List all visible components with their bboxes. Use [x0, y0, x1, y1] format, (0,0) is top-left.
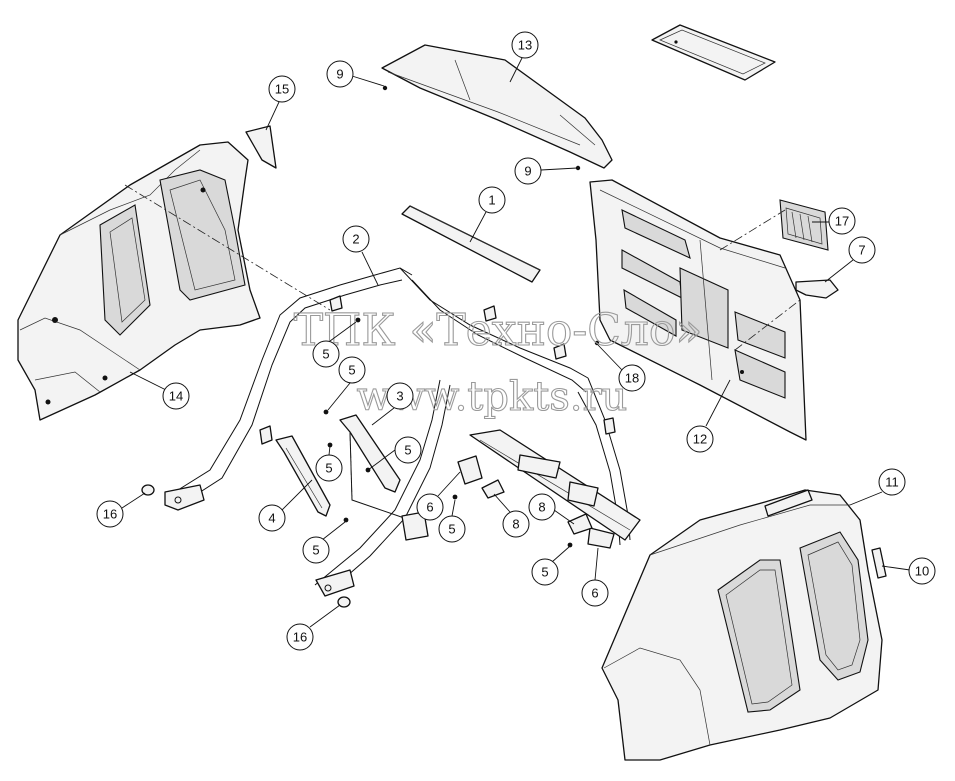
part-2-frame [164, 267, 641, 597]
callout-label-6a: 6 [426, 500, 433, 515]
callout-label-8b: 8 [538, 500, 545, 515]
callout-label-14: 14 [169, 389, 183, 404]
callout-bubble-4 [258, 504, 286, 532]
callout-bubble-16b [286, 623, 314, 651]
callout-bubble-5c [394, 436, 422, 464]
callout-label-17: 17 [835, 214, 849, 229]
part-15-trim [245, 125, 277, 169]
callout-bubble-5a [312, 340, 340, 368]
part-13-roof-panel [381, 44, 613, 169]
callout-label-2: 2 [352, 232, 359, 247]
callout-label-5b: 5 [348, 363, 355, 378]
part-7-handle [795, 279, 839, 299]
callout-label-9b: 9 [524, 164, 531, 179]
callout-label-15: 15 [275, 82, 289, 97]
watermark-line-1: ТПК «Техно-Сло» [294, 305, 703, 356]
assembly-lines [124, 184, 801, 501]
callout-bubble-5d [315, 454, 343, 482]
callouts: 13 9 9 15 1 2 17 7 14 5 [96, 31, 936, 651]
callout-bubble-14 [162, 382, 190, 410]
part-4-bracket [275, 435, 331, 517]
callout-bubble-9b [514, 157, 542, 185]
callout-label-8a: 8 [512, 517, 519, 532]
callout-bubble-5g [531, 558, 559, 586]
callout-bubble-5b [338, 356, 366, 384]
callout-bubble-1 [478, 186, 506, 214]
callout-bubble-17 [828, 207, 856, 235]
callout-bubble-9a [326, 60, 354, 88]
callout-label-5a: 5 [322, 347, 329, 362]
callout-bubble-16a [96, 500, 124, 528]
callout-bubble-8b [528, 493, 556, 521]
part-8-bumpers [481, 479, 593, 535]
callout-label-10: 10 [915, 564, 929, 579]
part-3-bracket [339, 414, 429, 541]
callout-label-4: 4 [268, 511, 275, 526]
callout-label-18: 18 [625, 371, 639, 386]
callout-bubble-2 [342, 225, 370, 253]
part-11-right-panel [601, 489, 883, 761]
callout-bubble-10 [908, 557, 936, 585]
callout-label-1: 1 [488, 193, 495, 208]
part-14-left-panel [17, 141, 261, 421]
callout-bubble-8a [502, 510, 530, 538]
callout-label-16a: 16 [103, 507, 117, 522]
callout-bubble-6a [416, 493, 444, 521]
callout-label-5f: 5 [448, 522, 455, 537]
callout-bubble-5f [438, 515, 466, 543]
part-16-bushings [141, 484, 351, 608]
callout-label-5e: 5 [312, 543, 319, 558]
callout-bubble-3 [386, 382, 414, 410]
callout-label-5d: 5 [325, 461, 332, 476]
callout-bubble-12 [686, 425, 714, 453]
callout-label-6b: 6 [591, 586, 598, 601]
callout-bubble-11 [878, 468, 906, 496]
fasteners [323, 85, 600, 548]
callout-label-3: 3 [396, 389, 403, 404]
callout-bubble-7 [848, 236, 876, 264]
callout-bubble-5e [302, 536, 330, 564]
callout-label-16b: 16 [293, 630, 307, 645]
watermark: ТПК «Техно-Сло» www.tpkts.ru [293, 304, 703, 420]
callout-label-9a: 9 [336, 67, 343, 82]
part-12-rear-panel [589, 179, 807, 441]
roof-plate [651, 24, 776, 81]
callout-label-13: 13 [518, 38, 532, 53]
callout-label-5c: 5 [404, 443, 411, 458]
part-10-tab [871, 547, 887, 579]
callout-bubble-15 [268, 75, 296, 103]
callout-label-5g: 5 [541, 565, 548, 580]
callout-bubble-13 [511, 31, 539, 59]
callout-label-7: 7 [858, 243, 865, 258]
callout-bubble-6b [581, 579, 609, 607]
callout-bubble-18 [618, 364, 646, 392]
part-17-grille [779, 199, 829, 251]
callout-label-11: 11 [885, 475, 899, 490]
callout-label-12: 12 [693, 432, 707, 447]
part-1-beam [401, 205, 541, 283]
